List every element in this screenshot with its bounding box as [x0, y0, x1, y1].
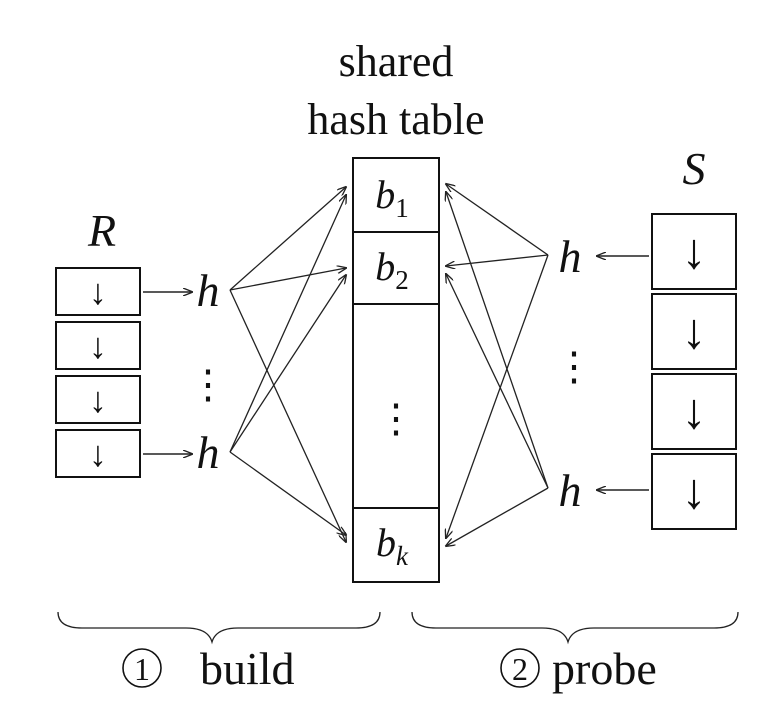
hash-table-outline: [352, 157, 440, 583]
relation-r-label: R: [87, 205, 116, 256]
probe-hash-dots: ⋮: [554, 344, 594, 389]
build-arrow: [229, 268, 346, 291]
bucket-b2: b2: [375, 244, 409, 295]
r-tuple: [55, 429, 141, 478]
r-tuple-arrow: ↓: [89, 380, 107, 420]
probe-arrows: [446, 184, 549, 546]
build-arrow: [229, 275, 346, 453]
s-tuple: [651, 293, 737, 370]
phase-probe: 2 probe: [500, 643, 657, 694]
s-tuple-arrow: ↓: [682, 463, 707, 519]
build-brace: [57, 611, 381, 645]
probe-arrow: [446, 254, 549, 266]
relation-s-label: S: [683, 143, 706, 194]
build-hash-dots: ⋮: [188, 362, 228, 407]
r-tuple-arrow: ↓: [89, 326, 107, 366]
build-arrow: [229, 289, 346, 542]
s-tuple: [651, 213, 737, 290]
probe-hash-top: h: [559, 231, 582, 282]
r-tuple: [55, 321, 141, 370]
r-tuple-arrow: ↓: [89, 272, 107, 312]
phase-build-label: build: [200, 643, 295, 694]
build-arrow: [229, 187, 346, 291]
r-tuple: [55, 267, 141, 316]
shared-hash-table: b1 b2 ⋮ bk: [352, 157, 440, 583]
build-arrows: [229, 187, 346, 542]
phase-number-circle: [122, 648, 162, 688]
s-tuple-arrow: ↓: [682, 383, 707, 439]
phase-number-circle: [500, 648, 540, 688]
r-tuple: [55, 375, 141, 424]
bucket-bk: bk: [376, 520, 409, 571]
phase-probe-number: 2: [512, 651, 528, 687]
probe-arrow: [446, 274, 549, 489]
relation-s-tuples: ↓ ↓ ↓ ↓: [651, 213, 737, 530]
s-tuple: [651, 453, 737, 530]
relation-r-tuples: ↓ ↓ ↓ ↓: [55, 267, 141, 478]
probe-arrow: [446, 184, 549, 256]
s-tuple-arrow: ↓: [682, 303, 707, 359]
probe-arrow: [446, 192, 549, 489]
s-tuple-arrow: ↓: [682, 223, 707, 279]
bucket-b1: b1: [375, 172, 409, 223]
table-title-line2: hash table: [307, 95, 484, 144]
r-tuple-arrow: ↓: [89, 434, 107, 474]
build-hash-bottom: h: [197, 427, 220, 478]
probe-arrow: [446, 487, 549, 546]
build-arrow: [229, 195, 346, 453]
probe-brace: [411, 611, 739, 645]
build-arrow: [229, 451, 346, 535]
table-title-line1: shared: [339, 37, 454, 86]
phase-probe-label: probe: [552, 643, 657, 694]
s-tuple: [651, 373, 737, 450]
phase-build-number: 1: [134, 651, 150, 687]
bucket-dots: ⋮: [376, 396, 416, 441]
probe-hash-bottom: h: [559, 465, 582, 516]
build-hash-top: h: [197, 265, 220, 316]
probe-arrow: [446, 254, 549, 538]
phase-build: 1 build: [122, 643, 295, 694]
